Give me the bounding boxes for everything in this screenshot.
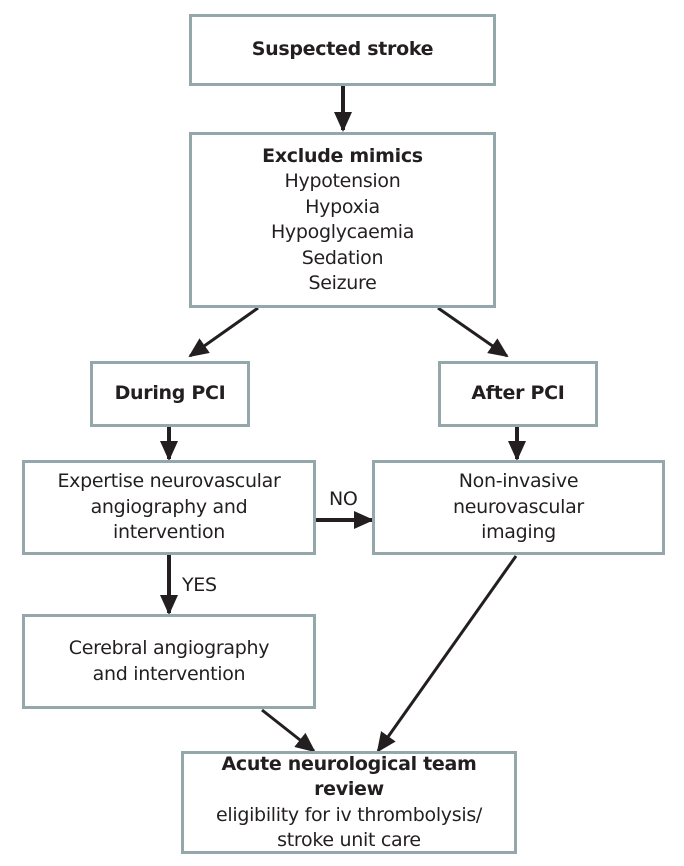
arrow-noninvasive-to-acute [376, 555, 518, 753]
mimic-item: Hypotension [284, 170, 401, 192]
node-title: During PCI [114, 382, 226, 405]
mimic-item: Sedation [301, 246, 384, 269]
node-line: neurovascular [453, 495, 584, 518]
arrow-exclude-to-during [188, 306, 259, 358]
node-line: Expertise neurovascular [57, 470, 281, 493]
edge-label-yes: YES [182, 574, 217, 596]
node-title: Suspected stroke [251, 38, 434, 61]
mimic-item: Hypoxia [305, 195, 380, 218]
node-title: Acute neurological team review [221, 752, 477, 801]
node-after-pci: After PCI [438, 361, 598, 427]
edge-label-no: NO [329, 488, 358, 510]
arrow-cerebral-to-acute [261, 708, 316, 753]
node-line: angiography and [90, 495, 248, 518]
node-line: Cerebral angiography [68, 637, 270, 659]
node-line: intervention [112, 521, 226, 544]
node-non-invasive: Non-invasive neurovascular imaging [372, 460, 665, 555]
node-title: After PCI [471, 382, 565, 405]
node-acute-review: Acute neurological team review eligibili… [181, 751, 517, 854]
node-line: Non-invasive [458, 470, 579, 493]
node-during-pci: During PCI [90, 361, 250, 427]
node-title: Exclude mimics [262, 144, 423, 167]
node-suspected-stroke: Suspected stroke [189, 14, 496, 86]
node-line: stroke unit care [277, 829, 421, 851]
node-expertise: Expertise neurovascular angiography and … [22, 460, 316, 555]
mimic-item: Hypoglycaemia [270, 221, 415, 243]
node-exclude-mimics: Exclude mimics Hypotension Hypoxia Hypog… [189, 132, 496, 308]
node-cerebral: Cerebral angiography and intervention [22, 614, 316, 709]
node-line: eligibility for iv thrombolysis/ [215, 803, 483, 826]
node-line: and intervention [92, 662, 246, 685]
mimic-item: Seizure [308, 272, 377, 294]
node-line: imaging [481, 521, 556, 544]
arrow-exclude-to-after [437, 306, 509, 358]
